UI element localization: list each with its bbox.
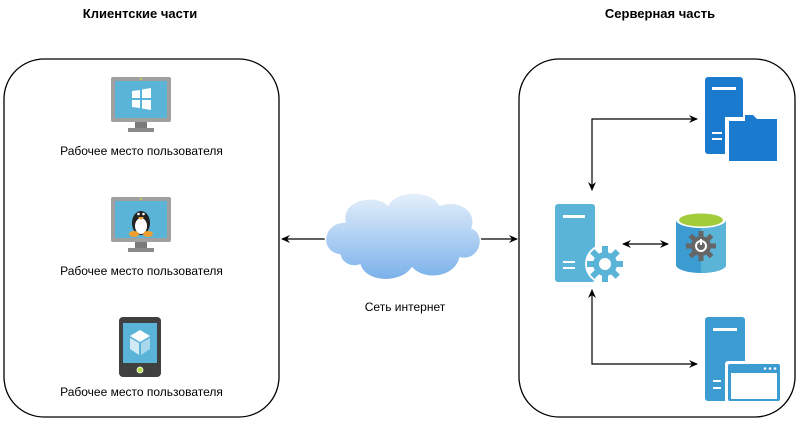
database-gear-icon — [676, 212, 726, 273]
network-label: Сеть интернет — [364, 300, 446, 314]
web-server-icon — [705, 317, 783, 403]
workstation-label-mobile: Рабочее место пользователя — [60, 385, 223, 399]
client-group-container — [3, 58, 280, 418]
workstation-label-linux: Рабочее место пользователя — [60, 264, 223, 278]
windows-monitor-icon — [111, 77, 171, 132]
server-gear-icon — [555, 204, 625, 284]
arrow-app-to-file-server — [588, 115, 698, 191]
server-group-container — [518, 58, 796, 418]
client-group-title: Клиентские части — [82, 6, 198, 21]
file-server-icon — [705, 77, 779, 163]
mobile-device-icon — [119, 317, 161, 377]
arrow-app-to-web-server — [588, 289, 698, 368]
cloud-icon — [324, 192, 482, 281]
workstation-label-windows: Рабочее место пользователя — [60, 144, 223, 158]
linux-monitor-icon — [111, 197, 171, 252]
server-group-title: Серверная часть — [604, 6, 716, 21]
